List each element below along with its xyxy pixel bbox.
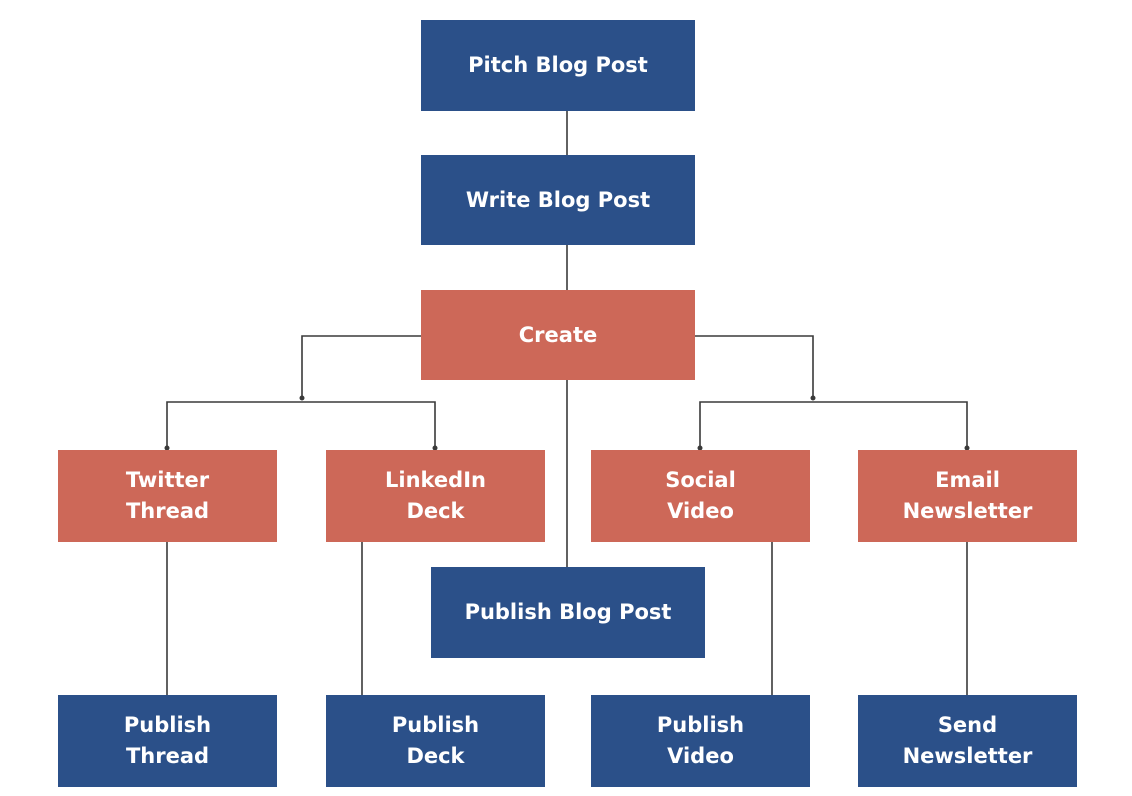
node-publish-thread: Publish Thread [58,695,277,787]
arrow-dot-email [964,445,970,451]
edge-create-right-branch [695,335,814,397]
edge-left-bar [166,401,436,448]
node-create: Create [421,290,695,380]
node-linkedin-deck: LinkedIn Deck [326,450,545,542]
node-email-newsletter: Email Newsletter [858,450,1077,542]
arrow-dot-twitter [164,445,170,451]
node-pitch-blog-post: Pitch Blog Post [421,20,695,111]
node-twitter-thread: Twitter Thread [58,450,277,542]
node-publish-video: Publish Video [591,695,810,787]
node-send-newsletter: Send Newsletter [858,695,1077,787]
edge-right-bar [699,401,968,448]
node-social-video: Social Video [591,450,810,542]
node-write-blog-post: Write Blog Post [421,155,695,245]
junction-dot-right [810,395,816,401]
edge-create-left-branch [301,335,421,397]
arrow-dot-social [697,445,703,451]
arrow-dot-linkedin [432,445,438,451]
junction-dot-left [299,395,305,401]
node-publish-blog-post: Publish Blog Post [431,567,705,658]
node-publish-deck: Publish Deck [326,695,545,787]
